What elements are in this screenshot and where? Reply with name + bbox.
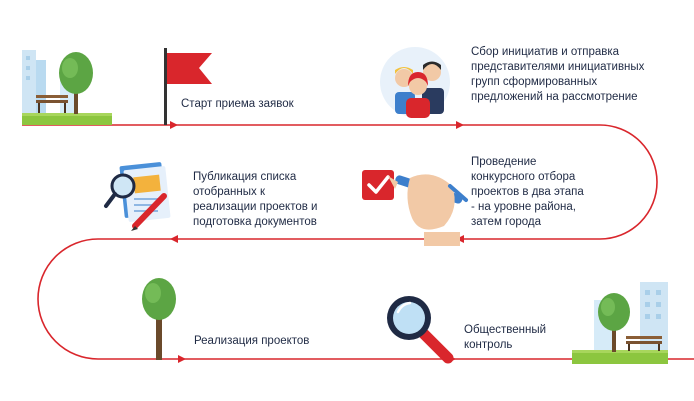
city-park-left-icon bbox=[22, 50, 112, 125]
arrow-icon bbox=[456, 121, 464, 129]
people-group-icon bbox=[380, 47, 450, 118]
city-park-right-icon bbox=[572, 282, 668, 364]
flow-line bbox=[22, 124, 694, 360]
tree-icon bbox=[142, 278, 176, 360]
step-label-start: Старт приема заявок bbox=[181, 98, 294, 110]
document-magnifier-icon bbox=[104, 162, 171, 231]
arrow-icon bbox=[178, 355, 186, 363]
arrow-icon bbox=[170, 235, 178, 243]
red-flag-icon bbox=[164, 48, 212, 125]
checkbox-pen-icon bbox=[362, 170, 468, 246]
arrow-icon bbox=[170, 121, 178, 129]
step-label-implementation: Реализация проектов bbox=[194, 335, 310, 347]
magnifier-icon bbox=[387, 296, 454, 364]
